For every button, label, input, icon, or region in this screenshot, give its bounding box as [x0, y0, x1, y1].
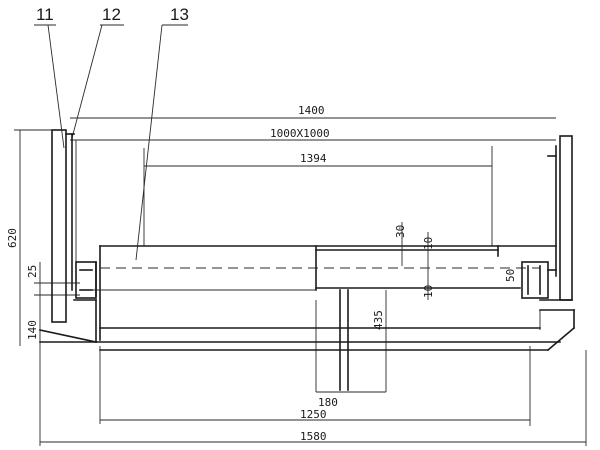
part-label-11-text: 11: [36, 5, 54, 24]
dim-1000x1000: 1000X1000: [70, 127, 556, 141]
dim-1000x1000-text: 1000X1000: [270, 127, 330, 140]
dim-50: 50: [504, 269, 517, 282]
right-hub-block: [521, 261, 549, 299]
dim-30-text: 30: [394, 225, 407, 238]
dim-620-text: 620: [6, 228, 19, 248]
dim-180-text: 180: [318, 396, 338, 409]
base-right-slope: [546, 326, 576, 352]
part-label-12-text: 12: [102, 5, 121, 24]
base-frame: [39, 299, 576, 352]
right-frame: [539, 135, 573, 301]
dim-180: 180: [316, 391, 386, 409]
dim-1400-text: 1400: [298, 104, 325, 117]
left-hub: [75, 261, 97, 299]
dim-140: 140: [26, 320, 39, 340]
dim-435-text: 435: [372, 310, 385, 330]
part-label-11: 11: [34, 5, 65, 149]
dim-10-upper: 10: [422, 232, 435, 300]
dim-435: 435: [372, 290, 387, 392]
right-post-outer: [559, 135, 573, 301]
dim-1580-text: 1580: [300, 430, 327, 443]
dim-30: 30: [394, 222, 407, 266]
dim-10-upper-text: 10: [422, 237, 435, 250]
part-label-11-leader: [47, 24, 65, 149]
base-left-slope: [39, 329, 97, 343]
dim-620: 620: [6, 129, 54, 346]
left-frame: [51, 129, 77, 323]
dim-140-text: 140: [26, 320, 39, 340]
part-label-12: 12: [71, 5, 124, 139]
part-label-13-text: 13: [170, 5, 189, 24]
dim-10-lower: 10: [422, 285, 435, 298]
center-support: [315, 289, 349, 392]
left-post-outer: [51, 129, 67, 323]
dim-1394-text: 1394: [300, 152, 327, 165]
main-tube: [80, 245, 557, 341]
part-label-13: 13: [135, 5, 189, 261]
dim-10-lower-text: 10: [422, 285, 435, 298]
part-label-12-leader: [71, 24, 103, 139]
right-hub: [521, 261, 557, 299]
left-hub-block: [75, 261, 97, 299]
dim-25-text: 25: [26, 265, 39, 278]
dim-1250-text: 1250: [300, 408, 327, 421]
part-label-13-leader: [135, 24, 163, 261]
dim-1394: 1394: [143, 146, 493, 246]
dim-1250: 1250: [99, 346, 531, 426]
dim-1580: 1580: [39, 346, 587, 446]
dim-1400: 1400: [70, 104, 556, 119]
dim-50-text: 50: [504, 269, 517, 282]
